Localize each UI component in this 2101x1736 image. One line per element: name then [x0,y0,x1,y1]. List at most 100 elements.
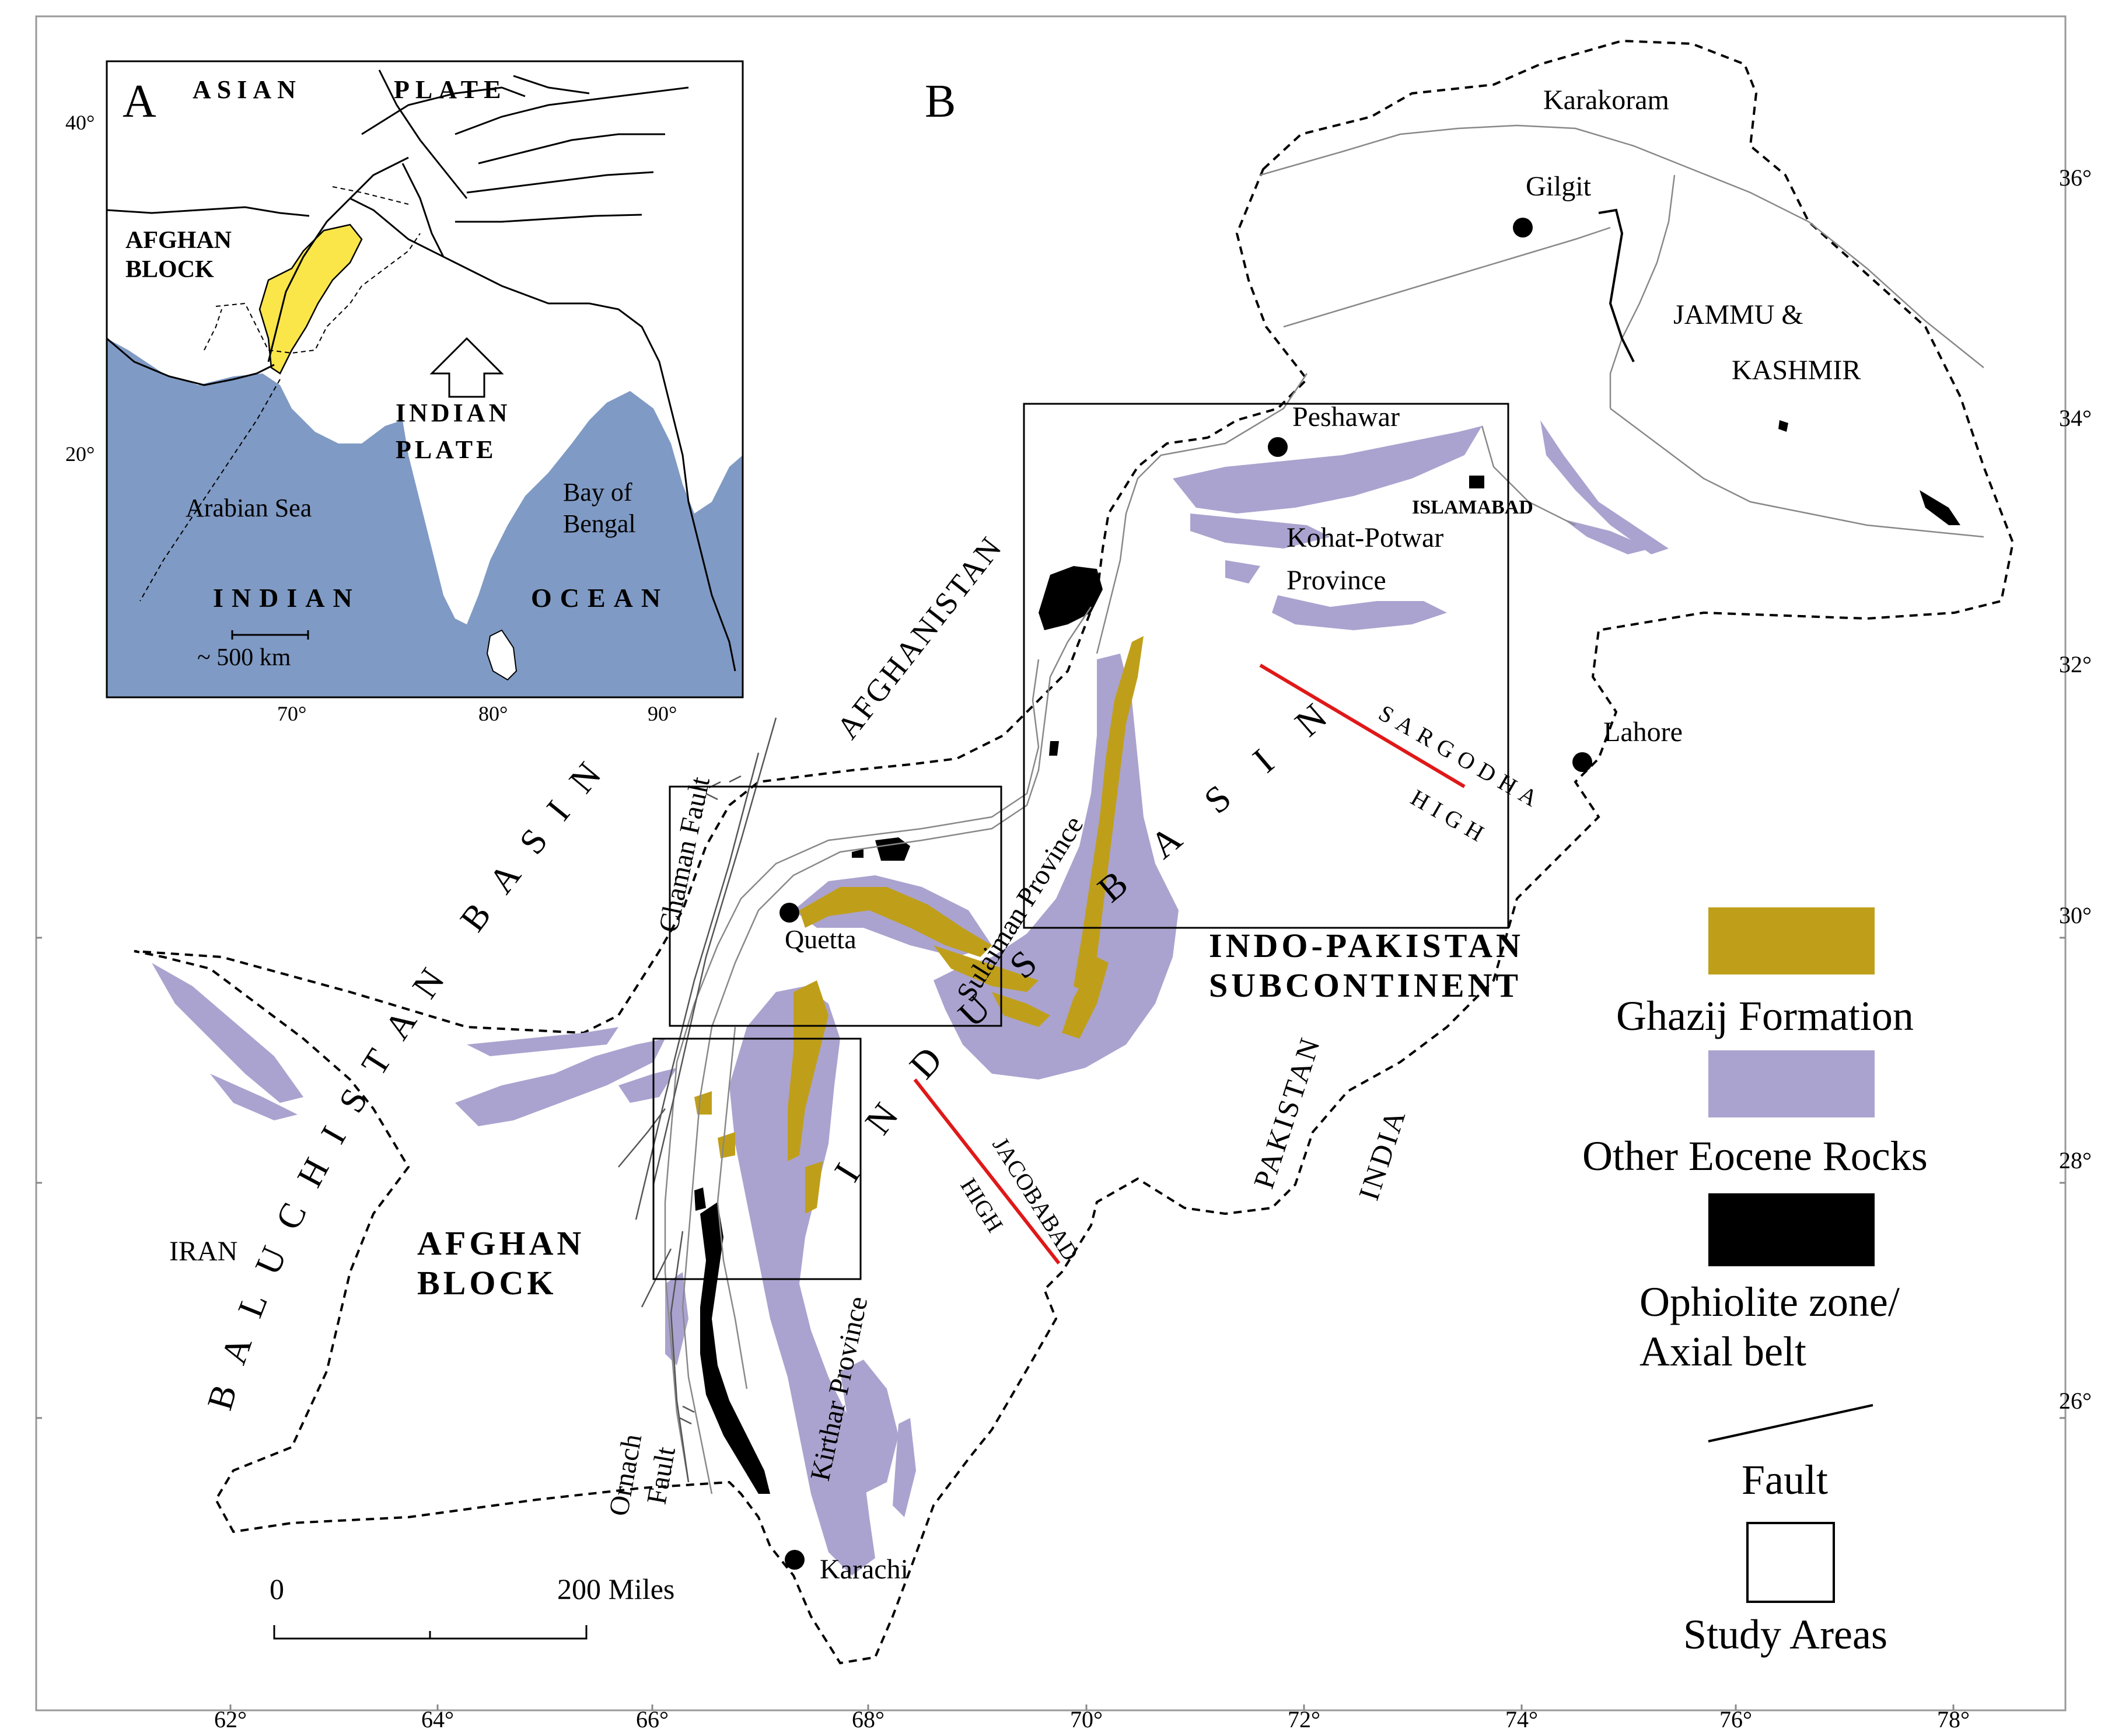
study-area-quetta[interactable] [669,785,1002,1027]
legend-swatch-eocene [1708,1050,1875,1117]
inset-lat-40: 40° [65,111,95,134]
boundary-kirthar-inner [716,1026,748,1389]
city-lahore-marker[interactable] [1572,752,1592,772]
ophiolite-kashmir-2 [1778,420,1788,432]
eocene-kirthar-south [840,1360,899,1494]
legend-swatch-fault [1708,1404,1873,1442]
study-area-kirthar[interactable] [652,1038,862,1280]
legend: Ghazij Formation Other Eocene Rocks Ophi… [1582,907,1928,1658]
ophiolite-bela-north [694,1187,706,1211]
inset-lon-70: 70° [277,702,306,725]
ophiolite-muslim-bagh-2 [852,849,864,858]
boundary-northern-areas [1260,124,1984,368]
label-pakistan: PAKISTAN [1247,1032,1327,1193]
line-of-control [1598,208,1635,362]
city-lahore-label: Lahore [1603,717,1683,748]
inset-map: A ASIAN PLATE AFGHAN BLOCK INDIAN PLATE … [65,60,744,725]
label-afghan-block-1: AFGHAN [417,1224,585,1262]
lon-tick-78: 78° [1937,1706,1970,1732]
eocene-kirthar-east [893,1418,916,1517]
ghazij-quetta-1 [799,887,992,957]
eocene-kashmir-2 [1564,519,1651,554]
city-islamabad-marker[interactable] [1469,476,1484,488]
city-quetta-marker[interactable] [779,903,799,923]
ophiolite-kashmir-1 [1920,490,1960,525]
chaman-fault [652,717,777,1185]
ghazij-kirthar-3 [694,1091,712,1115]
fault-west-2 [641,1248,672,1308]
ghazij-quetta-2 [934,945,1039,992]
label-karakoram: Karakoram [1543,85,1669,116]
scale-zero: 0 [270,1573,284,1605]
lon-tick-76: 76° [1719,1706,1752,1732]
lon-tick-62: 62° [214,1706,247,1732]
lat-tick-34: 34° [2059,405,2092,431]
label-kohat-2: Province [1287,565,1386,596]
inset-label-indian-plate-2: PLATE [396,435,497,464]
eocene-baluchistan-2 [210,1074,298,1120]
inset-dashed [139,186,421,602]
ornach-arrows [679,1405,695,1425]
chaman-fault-2 [635,752,760,1220]
label-iran: IRAN [169,1236,237,1267]
lon-tick-70: 70° [1070,1706,1103,1732]
legend-swatch-study-area [1746,1522,1835,1603]
legend-label-eocene: Other Eocene Rocks [1582,1133,1928,1179]
main-lat-tick-marks [36,937,2065,1419]
city-peshawar-marker[interactable] [1268,437,1288,457]
label-jacobabad-high: HIGH [955,1173,1008,1237]
city-peshawar-label: Peshawar [1292,401,1400,432]
inset-label-bay-2: Bengal [563,509,636,538]
label-ornach-2: Fault [641,1444,681,1507]
eocene-kashmir-1 [1540,420,1669,554]
map-frame [35,15,2067,1711]
legend-swatch-ghazij [1708,907,1875,974]
ophiolite-waziristan [1039,566,1103,630]
lat-tick-28: 28° [2059,1147,2092,1173]
ophiolite-bela [700,1202,770,1494]
boundary-gilgit [1283,226,1611,328]
main-lon-ticks: 62° 64° 66° 68° 70° 72° 74° 76° 78° [214,1706,1970,1732]
inset-ocean [107,338,743,697]
inset-label-asian: ASIAN [193,75,302,104]
city-karachi-marker[interactable] [785,1550,805,1570]
study-area-kohat-potwar[interactable] [1023,403,1509,929]
lon-tick-64: 64° [421,1706,454,1732]
ophiolite-muslim-bagh [875,837,910,861]
legend-swatch-ophiolite [1708,1193,1875,1266]
label-afghanistan: AFGHANISTAN [830,529,1009,746]
ghazij-kirthar-4 [718,1132,735,1158]
inset-sri-lanka [486,629,518,681]
lon-tick-66: 66° [636,1706,669,1732]
eocene-kohat-3 [1272,595,1447,630]
panel-letter-a: A [123,76,156,127]
ophiolite-zone [694,420,1960,1494]
boundary-suture-west [681,606,1092,1494]
eocene-kohat-4 [1225,560,1260,584]
inset-label-arabian-sea: Arabian Sea [186,494,312,522]
ghazij-kirthar-2 [805,1161,823,1214]
label-sargodha: SARGODHA [1375,700,1548,815]
eocene-baluchistan-5 [618,1068,677,1103]
main-lat-ticks: 36° 34° 32° 30° 28° 26° [2059,165,2092,1414]
inset-indian-plate-arrow [429,337,504,398]
inset-label-afghan: AFGHAN [125,227,232,254]
eocene-baluchistan-1 [152,963,303,1103]
label-kohat-1: Kohat-Potwar [1287,522,1443,553]
city-gilgit-label: Gilgit [1526,171,1592,202]
faults [618,717,777,1483]
inset-lat-20: 20° [65,442,95,466]
label-jammu: JAMMU & [1673,299,1803,330]
eocene-baluchistan-3 [455,1039,665,1126]
city-gilgit-marker[interactable] [1513,218,1533,237]
scale-line [273,1625,588,1640]
inset-lon-80: 80° [478,702,508,725]
jacobabad-high-line [913,1078,1061,1265]
inset-faults [107,69,736,672]
boundary-kashmir-loop [1610,408,1984,538]
ghazij-quetta-3 [992,992,1050,1027]
eocene-kirthar [729,986,875,1576]
legend-label-ophiolite-2: Axial belt [1639,1328,1806,1375]
label-indo-pak-2: SUBCONTINENT [1209,966,1522,1004]
lat-tick-30: 30° [2059,902,2092,928]
